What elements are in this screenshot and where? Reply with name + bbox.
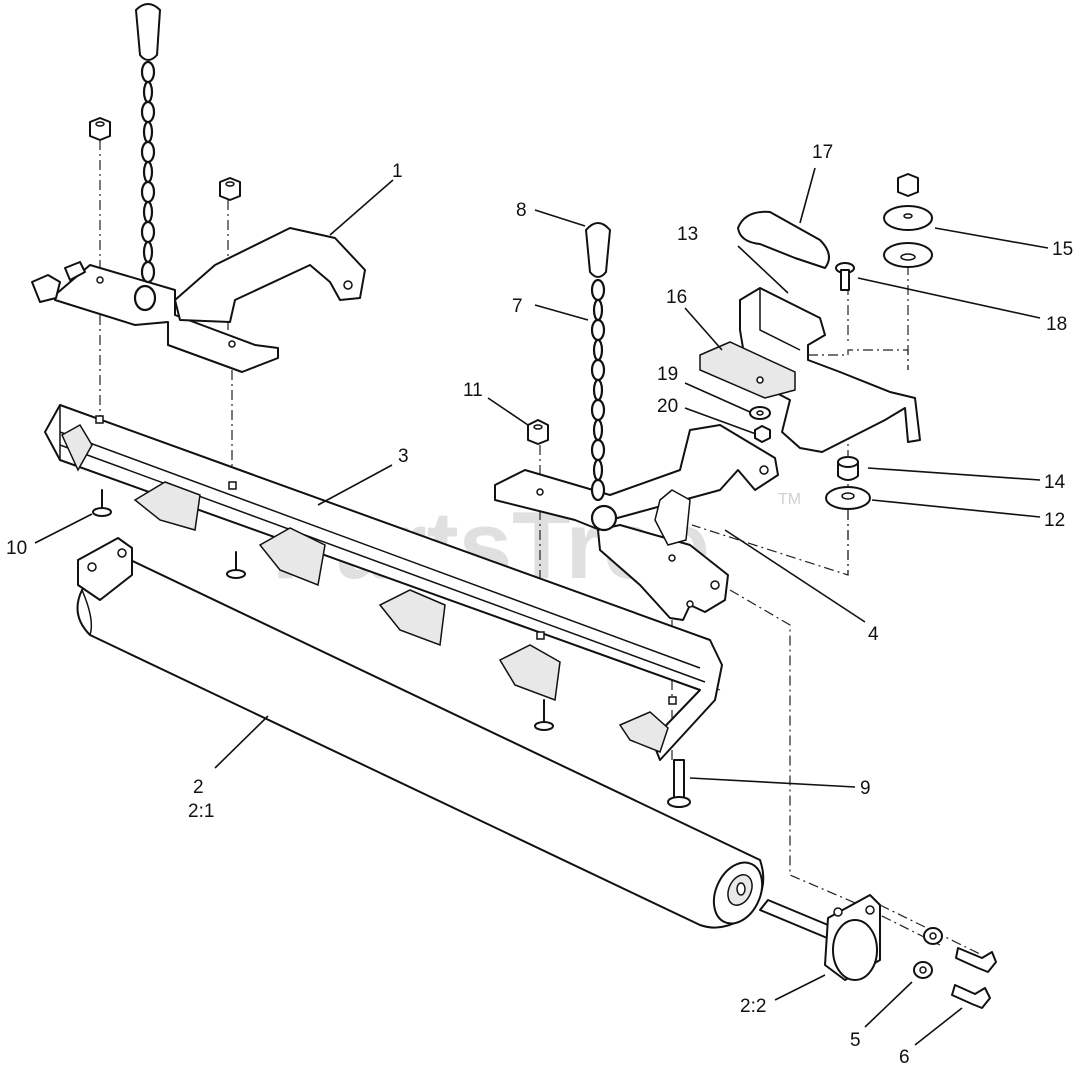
- callout-6: 6: [899, 1047, 910, 1068]
- nut-washer-15: [883, 173, 933, 268]
- callout-labels: 1 2 2:1 2:2 3 4 5 6 7 8 9 10 11 12 13 14…: [6, 142, 1073, 1068]
- latch-housing: [739, 287, 921, 453]
- right-bracket: [494, 424, 779, 621]
- spacer-14: [837, 456, 859, 481]
- left-bracket: [31, 227, 366, 373]
- handle-grip: [737, 210, 830, 269]
- callout-2: 2: [193, 777, 204, 798]
- pin-18: [835, 262, 855, 291]
- callout-12: 12: [1044, 510, 1065, 531]
- right-chain: [585, 222, 618, 532]
- nut-11: [527, 419, 549, 445]
- callout-7: 7: [512, 296, 523, 317]
- channel-frame: [44, 404, 723, 761]
- callout-20: 20: [657, 396, 678, 417]
- callout-8: 8: [516, 200, 527, 221]
- callout-16: 16: [666, 287, 687, 308]
- callout-17: 17: [812, 142, 833, 163]
- roller-tube: [76, 537, 765, 929]
- callout-15: 15: [1052, 239, 1073, 260]
- roller-end-cap: [759, 894, 881, 981]
- callout-19: 19: [657, 364, 678, 385]
- carriage-bolts: [92, 489, 554, 731]
- watermark-trademark: TM: [778, 491, 801, 508]
- left-chain: [133, 3, 161, 312]
- callout-3: 3: [398, 446, 409, 467]
- callout-1: 1: [392, 161, 403, 182]
- washer-19: [749, 406, 771, 420]
- leader-lines: [34, 167, 1049, 1046]
- callout-5: 5: [850, 1030, 861, 1051]
- callout-4: 4: [868, 624, 879, 645]
- callout-14: 14: [1044, 472, 1066, 493]
- callout-2-1: 2:1: [188, 801, 214, 822]
- latch-plate: [699, 341, 796, 399]
- callout-9: 9: [860, 778, 871, 799]
- callout-18: 18: [1046, 314, 1067, 335]
- bolts: [951, 947, 997, 1009]
- callout-13: 13: [677, 224, 698, 245]
- callout-11: 11: [463, 380, 483, 401]
- callout-2-2: 2:2: [740, 996, 766, 1017]
- nut-20: [754, 425, 771, 443]
- washer-12: [825, 486, 871, 510]
- washers: [913, 927, 943, 979]
- callout-10: 10: [6, 538, 27, 559]
- long-bolt: [667, 759, 691, 808]
- left-nuts: [89, 117, 241, 201]
